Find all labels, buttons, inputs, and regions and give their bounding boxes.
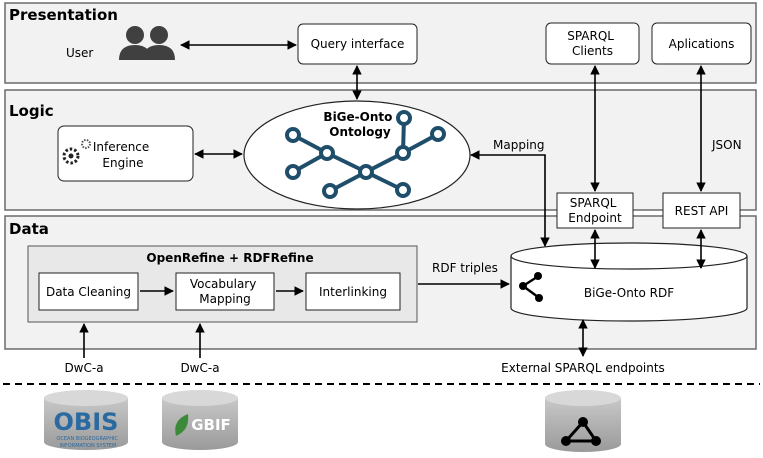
vocabulary-mapping-label-1: Vocabulary [190, 277, 257, 291]
svg-text:Vocabulary Mapping: Vocabulary Mapping [190, 277, 260, 306]
gbif-database-icon: GBIF [162, 390, 238, 450]
obis-logo-text: OBIS [54, 408, 119, 436]
sparql-endpoint-box: SPARQL Endpoint [556, 192, 634, 229]
sparql-clients-label-2: Clients [572, 44, 613, 58]
svg-text:BiGe-Onto Ontology: BiGe-Onto Ontology [323, 110, 396, 139]
edges [79, 40, 706, 358]
gbif-logo-text: GBIF [191, 416, 231, 434]
svg-text:OCEAN BIOGEOGRAPHIC INFO: OCEAN BIOGEOGRAPHIC INFORMATION SYSTEM [56, 436, 119, 449]
presentation-layer-title: Presentation [9, 6, 118, 24]
query-interface-box: Query interface [297, 23, 418, 65]
sparql-clients-box: SPARQL Clients [545, 22, 640, 65]
obis-sub-1: OCEAN BIOGEOGRAPHIC [56, 436, 118, 442]
inference-engine-label-2: Engine [102, 156, 143, 170]
sparql-endpoint-label-1: SPARQL [570, 196, 617, 210]
dwc-a-label-2: DwC-a [180, 361, 219, 375]
svg-text:SPARQL Clients: SPARQL Clients [567, 29, 618, 58]
rdf-store-label: BiGe-Onto RDF [584, 286, 674, 300]
vocabulary-mapping-label-2: Mapping [199, 292, 251, 306]
rdf-store-cylinder: BiGe-Onto RDF [510, 242, 748, 322]
gbif-leaf-icon [175, 414, 189, 436]
applications-box: Aplications [651, 22, 752, 65]
ontology-label-1: BiGe-Onto [323, 110, 392, 124]
svg-text:Inference Engine: Inference Engine [93, 140, 153, 170]
sparql-clients-label-1: SPARQL [567, 29, 614, 43]
share-icon [519, 272, 543, 302]
interlinking-label: Interlinking [319, 285, 387, 299]
external-database-icon [545, 390, 621, 452]
dwc-a-label-1: DwC-a [64, 361, 103, 375]
data-cleaning-box: Data Cleaning [38, 272, 139, 311]
query-interface-label: Query interface [311, 37, 405, 51]
data-layer-title: Data [9, 220, 49, 238]
logic-layer-title: Logic [9, 102, 54, 120]
data-cleaning-label: Data Cleaning [46, 285, 131, 299]
svg-text:SPARQL Endpoint: SPARQL Endpoint [568, 196, 622, 225]
openrefine-title: OpenRefine + RDFRefine [146, 251, 313, 265]
edge-ontology-rdf-mapping [470, 150, 550, 247]
user-label: User [66, 46, 93, 60]
rest-api-box: REST API [662, 192, 741, 229]
ontology-ellipse: BiGe-Onto Ontology [243, 100, 471, 210]
sparql-endpoint-label-2: Endpoint [568, 211, 622, 225]
share-icon [561, 417, 601, 446]
inference-engine-label-1: Inference [93, 140, 149, 154]
users-icon [119, 26, 175, 60]
interlinking-box: Interlinking [305, 272, 401, 311]
json-label: JSON [711, 138, 742, 152]
obis-database-icon: OBIS OCEAN BIOGEOGRAPHIC INFORMATION SYS… [44, 390, 128, 450]
ontology-label-2: Ontology [329, 125, 391, 139]
external-endpoints-label: External SPARQL endpoints [501, 361, 665, 375]
inference-engine-box: Inference Engine [57, 125, 194, 182]
rdf-triples-label: RDF triples [432, 261, 498, 275]
gear-icon [62, 139, 91, 165]
ontology-graph-icon [285, 110, 446, 199]
applications-label: Aplications [669, 37, 735, 51]
obis-sub-2: INFORMATION SYSTEM [60, 443, 117, 449]
vocabulary-mapping-box: Vocabulary Mapping [175, 272, 275, 311]
mapping-label: Mapping [493, 138, 545, 152]
rest-api-label: REST API [675, 204, 729, 218]
